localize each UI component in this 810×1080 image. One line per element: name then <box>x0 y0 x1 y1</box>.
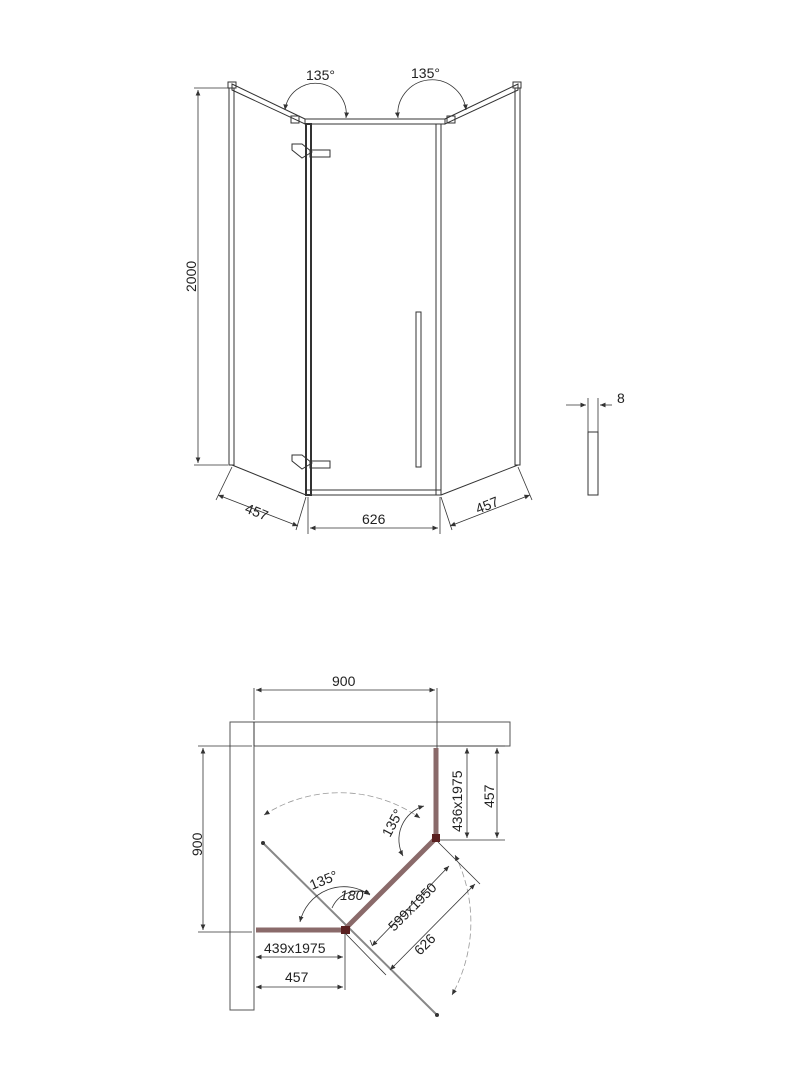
door-width-label: 626 <box>411 930 439 958</box>
angle-upper-label: 135° <box>379 806 407 839</box>
right-panel-size-label: 436x1975 <box>449 770 465 832</box>
hinge-top <box>291 143 331 159</box>
top-rail <box>304 118 446 125</box>
door-size-label: 599x1950 <box>385 879 440 934</box>
angle-open-label: 180° <box>340 887 369 903</box>
right-depth-label: 457 <box>481 784 497 808</box>
left-panel-size-label: 439x1975 <box>264 940 326 956</box>
left-post <box>228 87 235 466</box>
width-top-label: 900 <box>332 673 356 689</box>
width-door-label: 626 <box>362 511 386 527</box>
door-handle <box>415 311 422 468</box>
height-label: 2000 <box>183 261 199 292</box>
door-bottom <box>305 489 442 496</box>
left-width-label: 457 <box>285 969 309 985</box>
angle-left-label: 135° <box>306 67 335 83</box>
door-panel <box>344 836 438 930</box>
right-post <box>514 87 521 466</box>
front-view: 135° 135° 2000 457 626 457 8 <box>183 65 625 534</box>
width-left-label: 457 <box>243 500 271 524</box>
left-top-rail <box>231 83 306 125</box>
glass-thickness-detail: 8 <box>566 390 625 496</box>
width-right-label: 457 <box>473 493 501 517</box>
top-view: 900 900 436x1975 457 135° 135° 180° 599x… <box>189 673 511 1017</box>
angle-right-label: 135° <box>411 65 440 81</box>
door-left-frame <box>305 123 312 496</box>
hinge-bottom <box>291 454 331 470</box>
depth-left-label: 900 <box>189 832 205 856</box>
glass-thickness-label: 8 <box>617 390 625 406</box>
angle-lower-label: 135° <box>307 867 340 893</box>
door-right-frame <box>435 123 442 496</box>
walls <box>229 721 511 1011</box>
